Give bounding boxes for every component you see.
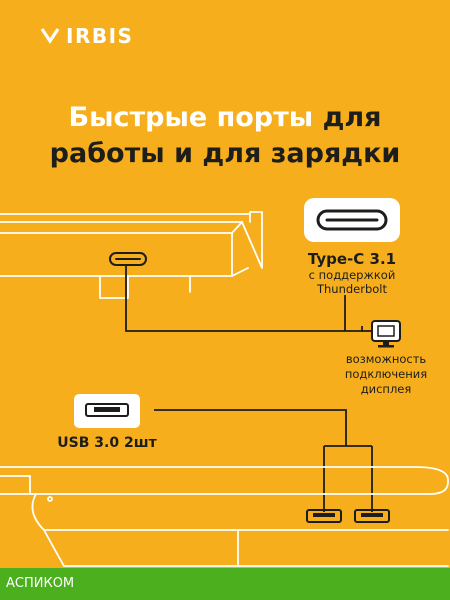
display-line-2: подключения xyxy=(344,367,428,381)
typec-sub-2: Thunderbolt xyxy=(316,282,388,296)
usb-port-right-icon xyxy=(354,509,390,523)
display-line-1: возможность xyxy=(345,352,427,366)
usb-label: USB 3.0 2шт xyxy=(57,435,157,451)
monitor-icon xyxy=(371,320,401,348)
footer-text: АСПИКОМ xyxy=(6,576,75,591)
headline: Быстрые порты для работы и для зарядки xyxy=(0,100,450,172)
usb-port-left-icon xyxy=(306,509,342,523)
brand-name: IRBIS xyxy=(66,24,134,48)
typec-port-icon xyxy=(109,252,147,266)
usb-badge-icon xyxy=(74,394,140,428)
display-line-3: дисплея xyxy=(360,382,412,396)
laptop-side-outline xyxy=(0,211,263,299)
headline-line-2: работы и для зарядки xyxy=(49,138,401,169)
brand-logo: IRBIS xyxy=(40,26,133,46)
headline-line-1-dark: для xyxy=(322,102,382,133)
laptop-bottom-outline xyxy=(0,466,449,567)
headline-line-1: Быстрые порты для xyxy=(0,100,450,136)
typec-sub-1: с поддержкой xyxy=(308,268,396,282)
footer-bar: АСПИКОМ xyxy=(0,568,450,600)
typec-title: Type-C 3.1 xyxy=(307,250,397,268)
irbis-logo-icon xyxy=(40,28,60,44)
headline-line-1-white: Быстрые порты xyxy=(68,102,323,133)
